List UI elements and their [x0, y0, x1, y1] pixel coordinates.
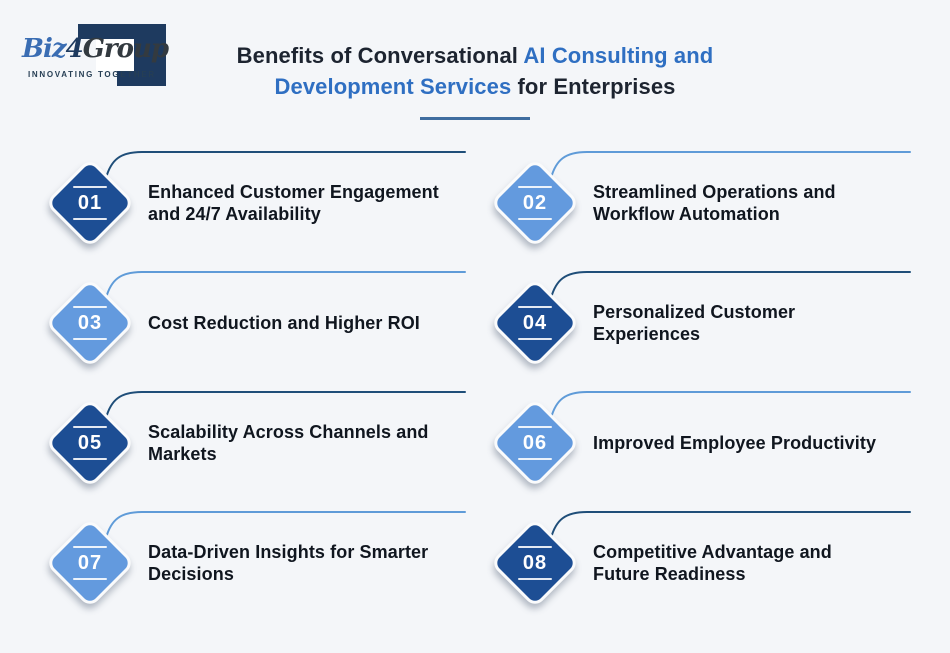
number-rule-bottom	[518, 458, 552, 460]
logo-text: Biz4Group	[22, 34, 169, 64]
number-rule-bottom	[73, 338, 107, 340]
logo-tagline: INNOVATING TOGETHER	[28, 70, 156, 79]
number-rule-top	[73, 306, 107, 308]
benefit-number-diamond: 03	[44, 277, 136, 369]
number-rule-top	[73, 546, 107, 548]
logo-group: Group	[82, 34, 169, 64]
benefit-label: Competitive Advantage and Future Readine…	[593, 541, 832, 585]
benefit-label: Data-Driven Insights for Smarter Decisio…	[148, 541, 429, 585]
benefit-number-diamond: 07	[44, 517, 136, 609]
benefit-number: 07	[77, 552, 103, 574]
number-rule-top	[518, 546, 552, 548]
benefit-number-diamond: 04	[489, 277, 581, 369]
benefit-number: 06	[522, 432, 548, 454]
title-segment-dark-1: Benefits of Conversational	[236, 43, 518, 68]
number-rule-top	[518, 306, 552, 308]
benefit-label: Improved Employee Productivity	[593, 432, 877, 453]
benefit-number: 01	[77, 192, 103, 214]
benefit-number-diamond: 01	[44, 157, 136, 249]
benefit-item-02: 02 Streamlined Operations and Workflow A…	[489, 144, 911, 262]
benefit-label: Enhanced Customer Engagement and 24/7 Av…	[148, 181, 439, 225]
benefit-number: 05	[77, 432, 103, 454]
number-rule-bottom	[518, 218, 552, 220]
number-rule-bottom	[73, 458, 107, 460]
number-rule-bottom	[73, 578, 107, 580]
benefit-number: 08	[522, 552, 548, 574]
benefit-label: Streamlined Operations and Workflow Auto…	[593, 181, 836, 225]
biz4group-logo: Biz4Group INNOVATING TOGETHER	[18, 10, 178, 92]
benefit-number: 02	[522, 192, 548, 214]
benefit-item-07: 07 Data-Driven Insights for Smarter Deci…	[44, 504, 466, 622]
benefit-number-diamond: 02	[489, 157, 581, 249]
benefit-number: 03	[77, 312, 103, 334]
benefit-label: Cost Reduction and Higher ROI	[148, 312, 420, 333]
benefit-number-diamond: 06	[489, 397, 581, 489]
benefit-item-06: 06 Improved Employee Productivity	[489, 384, 911, 502]
benefit-number: 04	[522, 312, 548, 334]
title-segment-accent: AI Consulting and Development Services	[274, 43, 714, 100]
number-rule-bottom	[518, 578, 552, 580]
benefit-item-03: 03 Cost Reduction and Higher ROI	[44, 264, 466, 382]
benefit-item-04: 04 Personalized Customer Experiences	[489, 264, 911, 382]
number-rule-top	[518, 186, 552, 188]
logo-biz: Biz	[22, 34, 67, 64]
number-rule-bottom	[518, 338, 552, 340]
benefit-number-diamond: 05	[44, 397, 136, 489]
benefit-number-diamond: 08	[489, 517, 581, 609]
logo-four: 4	[65, 34, 84, 64]
number-rule-top	[73, 186, 107, 188]
benefit-item-08: 08 Competitive Advantage and Future Read…	[489, 504, 911, 622]
number-rule-top	[518, 426, 552, 428]
benefit-item-01: 01 Enhanced Customer Engagement and 24/7…	[44, 144, 466, 262]
title-underline	[420, 117, 530, 120]
benefit-item-05: 05 Scalability Across Channels and Marke…	[44, 384, 466, 502]
number-rule-bottom	[73, 218, 107, 220]
benefit-label: Personalized Customer Experiences	[593, 301, 796, 345]
title-segment-dark-2: for Enterprises	[517, 74, 676, 100]
number-rule-top	[73, 426, 107, 428]
page-title: Benefits of Conversational AI Consulting…	[185, 40, 765, 102]
benefit-label: Scalability Across Channels and Markets	[148, 421, 429, 465]
